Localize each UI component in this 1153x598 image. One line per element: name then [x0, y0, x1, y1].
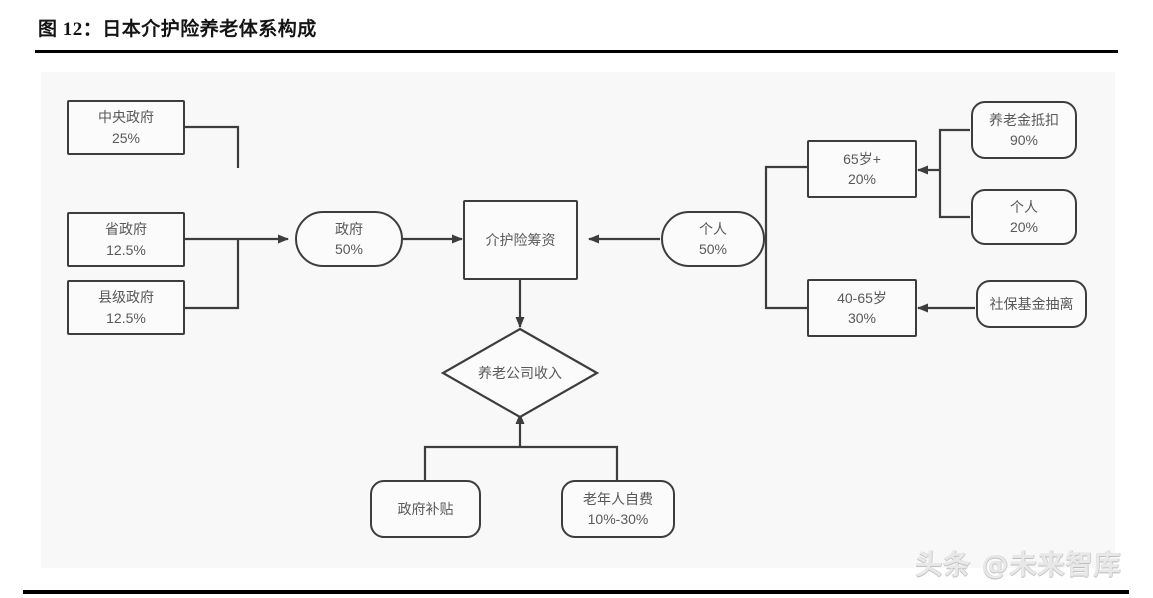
edge-subsidy-to-bus	[423, 445, 520, 480]
node-gov-subsidy-label: 政府补贴	[397, 500, 454, 517]
node-individual-20-label: 个人	[1010, 198, 1038, 215]
node-ltc-funding-label: 介护险筹资	[485, 231, 556, 248]
node-individual-20-value: 20%	[1009, 219, 1039, 235]
node-county-gov-label: 县级政府	[98, 289, 154, 306]
edge-pension-to-bus	[938, 128, 970, 170]
node-government[interactable]: 政府 50%	[295, 211, 403, 267]
node-individual-50-value: 50%	[698, 241, 728, 257]
edge-selfpay-to-bus	[520, 445, 619, 480]
node-age-40-65-label: 40-65岁	[837, 289, 887, 306]
node-central-gov[interactable]: 中央政府 25%	[67, 100, 185, 155]
node-social-fund-label: 社保基金抽离	[989, 295, 1074, 312]
node-pension-deduct-label: 养老金抵扣	[989, 111, 1059, 128]
node-central-gov-value: 25%	[111, 129, 141, 146]
node-age-65-plus-value: 20%	[847, 171, 877, 187]
bottom-divider	[23, 590, 1129, 594]
node-elder-co-revenue-label: 养老公司收入	[478, 365, 562, 381]
node-provincial-gov-label: 省政府	[105, 221, 147, 238]
page-title: 图 12：日本介护险养老体系构成	[38, 19, 317, 40]
node-ltc-funding[interactable]: 介护险筹资	[463, 200, 578, 280]
title-divider	[35, 50, 1118, 53]
node-social-fund[interactable]: 社保基金抽离	[976, 280, 1087, 328]
node-age-65-plus-label: 65岁+	[843, 150, 881, 167]
edge-county-gov-to-bus	[185, 240, 240, 310]
node-age-65-plus[interactable]: 65岁+ 20%	[807, 140, 917, 198]
node-county-gov-value: 12.5%	[106, 309, 146, 326]
node-individual-50[interactable]: 个人 50%	[661, 211, 765, 267]
node-age-40-65-value: 30%	[847, 310, 877, 326]
edge-individual20-to-bus	[938, 170, 970, 219]
node-elder-co-revenue[interactable]: 养老公司收入	[441, 327, 599, 419]
node-county-gov[interactable]: 县级政府 12.5%	[67, 280, 185, 335]
node-individual-50-label: 个人	[699, 220, 727, 237]
edge-central-gov-to-bus	[185, 125, 240, 168]
node-government-value: 50%	[334, 241, 364, 257]
node-central-gov-label: 中央政府	[98, 109, 154, 126]
node-pension-deduct-value: 90%	[1009, 132, 1039, 148]
node-elder-self-pay-label: 老年人自费	[583, 490, 653, 507]
node-pension-deduct[interactable]: 养老金抵扣 90%	[971, 101, 1077, 159]
node-provincial-gov[interactable]: 省政府 12.5%	[67, 212, 185, 267]
diamond-shape	[441, 327, 599, 419]
node-age-40-65[interactable]: 40-65岁 30%	[807, 279, 917, 337]
node-gov-subsidy[interactable]: 政府补贴	[370, 480, 481, 538]
node-elder-self-pay[interactable]: 老年人自费 10%-30%	[561, 480, 675, 538]
node-elder-self-pay-value: 10%-30%	[587, 511, 649, 527]
diagram-canvas: 中央政府 25% 省政府 12.5% 县级政府 12.5% 政府 50% 介护险…	[41, 72, 1115, 568]
node-provincial-gov-value: 12.5%	[106, 241, 146, 258]
watermark: 头条 @未来智库	[915, 550, 1122, 581]
node-government-label: 政府	[335, 220, 363, 237]
node-individual-20[interactable]: 个人 20%	[971, 189, 1077, 245]
